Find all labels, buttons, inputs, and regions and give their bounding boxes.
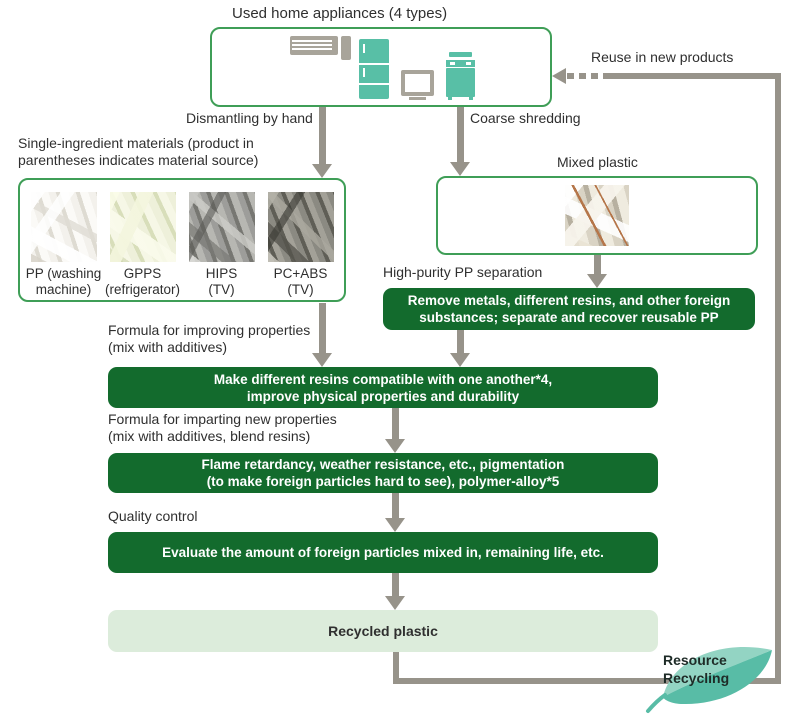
arrow-to-new-properties xyxy=(385,408,406,453)
materials-caption-line1: Single-ingredient materials (product in xyxy=(18,135,254,151)
hips-flakes-photo xyxy=(188,192,255,262)
pcabs-flakes-photo xyxy=(267,192,334,262)
quality-control-process-box: Evaluate the amount of foreign particles… xyxy=(108,532,658,573)
recycled-plastic-box: Recycled plastic xyxy=(108,610,658,652)
resource-recycling-leaf-icon xyxy=(645,637,795,715)
arrow-shredding xyxy=(450,107,471,176)
materials-caption: Single-ingredient materials (product in … xyxy=(18,135,258,169)
air-conditioner-icon xyxy=(290,36,351,60)
recycled-output-line xyxy=(393,652,399,680)
monitor-icon xyxy=(401,70,434,100)
dismantling-label: Dismantling by hand xyxy=(186,110,313,126)
reuse-label: Reuse in new products xyxy=(591,49,734,65)
step1-label: Formula for improving properties(mix wit… xyxy=(108,322,311,355)
separation-label: High-purity PP separation xyxy=(383,264,543,280)
gpps-flakes-photo xyxy=(109,192,176,262)
arrow-materials-to-compound xyxy=(312,303,333,367)
material-label: GPPS(refrigerator) xyxy=(104,266,180,297)
arrow-to-quality-control xyxy=(385,493,406,532)
used-appliances-box xyxy=(210,27,552,107)
separation-process-box: Remove metals, different resins, and oth… xyxy=(383,288,755,330)
arrow-to-recycled-plastic xyxy=(385,573,406,610)
reuse-arrowhead-icon xyxy=(552,68,566,84)
material-label: HIPS(TV) xyxy=(205,266,238,297)
reuse-line-right xyxy=(775,73,781,684)
pp-flakes-photo xyxy=(30,192,97,262)
reuse-line-top xyxy=(610,73,781,79)
mixed-plastic-label: Mixed plastic xyxy=(557,154,638,170)
material-item-hips: HIPS(TV) xyxy=(182,192,261,300)
material-item-pcabs: PC+ABS(TV) xyxy=(261,192,340,300)
quality-control-label: Quality control xyxy=(108,508,198,524)
arrow-separation-to-compound xyxy=(450,330,471,367)
reuse-line-bottom xyxy=(393,678,781,684)
page-title: Used home appliances (4 types) xyxy=(232,5,448,22)
arrow-dismantling xyxy=(312,107,333,178)
mixed-plastic-box xyxy=(436,176,758,255)
refrigerator-icon xyxy=(359,39,389,99)
reuse-dashed-line xyxy=(567,73,612,79)
arrow-separation xyxy=(587,255,608,288)
shredding-label: Coarse shredding xyxy=(470,110,581,126)
new-properties-process-box: Flame retardancy, weather resistance, et… xyxy=(108,453,658,493)
material-label: PC+ABS(TV) xyxy=(273,266,328,297)
materials-caption-line2: parentheses indicates material source) xyxy=(18,152,259,168)
mixed-plastic-photo xyxy=(565,185,629,246)
compatibility-process-box: Make different resins compatible with on… xyxy=(108,367,658,408)
material-item-gpps: GPPS(refrigerator) xyxy=(103,192,182,300)
washing-machine-icon xyxy=(445,52,476,100)
step2-label: Formula for imparting new properties(mix… xyxy=(108,411,337,444)
